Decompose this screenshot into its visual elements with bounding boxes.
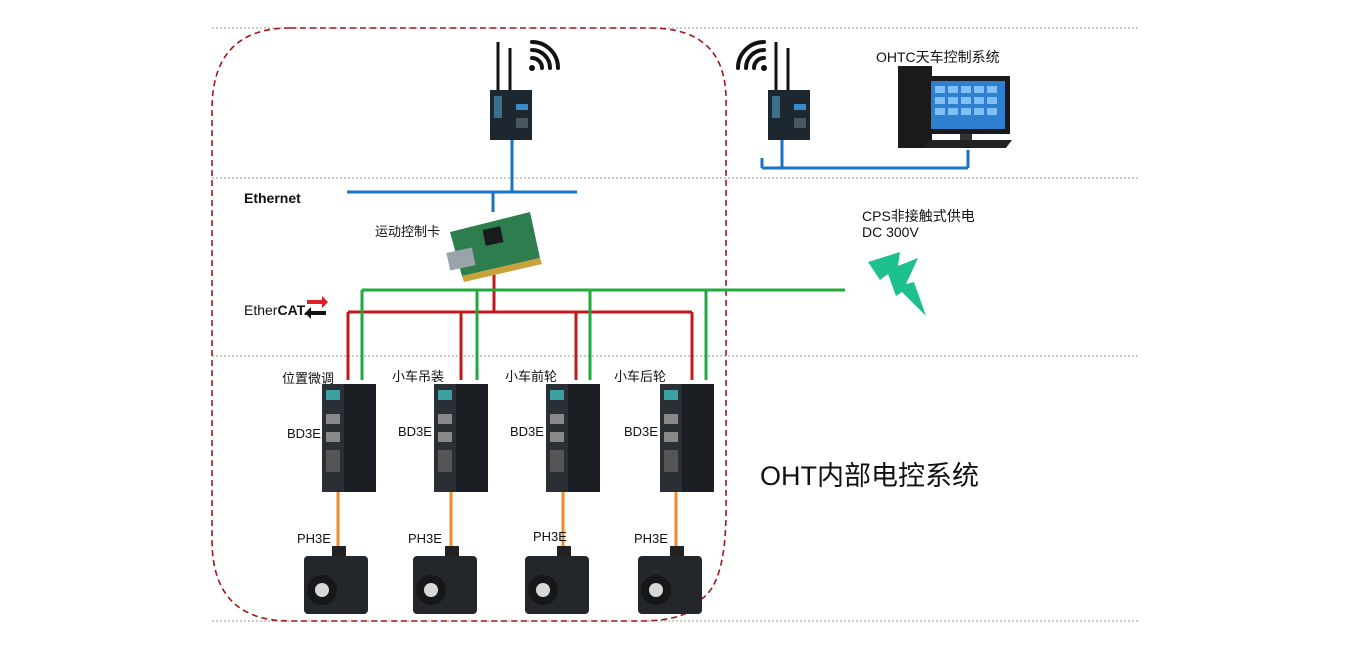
- oht-boundary: [290, 27, 727, 601]
- axis-role-label: 小车前轮: [505, 369, 558, 384]
- axis-role-label: 小车后轮: [614, 369, 667, 384]
- servo-motor-icon: [638, 546, 702, 614]
- drive-label: BD3E: [510, 424, 544, 439]
- wifi-icon: [529, 40, 560, 71]
- servo-drive-icon: [434, 384, 488, 492]
- computer-monitor-icon: [898, 66, 1012, 148]
- ethernet-label: Ethernet: [244, 190, 301, 206]
- ethercat-label-prefix: Ether: [244, 302, 278, 318]
- motor-label: PH3E: [408, 531, 442, 546]
- motor-label: PH3E: [533, 529, 567, 544]
- ohtc-label: OHTC天车控制系统: [876, 49, 1000, 65]
- servo-motor-icon: [413, 546, 477, 614]
- pcie-card-icon: [446, 212, 542, 282]
- ethercat-label: EtherCAT.: [244, 302, 308, 318]
- motor-label: PH3E: [634, 531, 668, 546]
- servo-motor-icon: [304, 546, 368, 614]
- servo-drive-icon: [322, 384, 376, 492]
- ethercat-red-bus: [346, 272, 694, 380]
- servo-motor-icon: [525, 546, 589, 614]
- wifi-icon: [736, 40, 767, 71]
- drive-label: BD3E: [287, 426, 321, 441]
- router-icon: [768, 42, 810, 140]
- drive-label: BD3E: [398, 424, 432, 439]
- axis-role-label: 小车吊装: [392, 369, 445, 384]
- ethercat-green-bus: [360, 288, 845, 380]
- drive-label: BD3E: [624, 424, 658, 439]
- axis-role-label: 位置微调: [282, 371, 335, 386]
- motion-card-label: 运动控制卡: [375, 224, 441, 239]
- cps-label: CPS非接触式供电: [862, 208, 975, 224]
- ethercat-logo-arrows: [305, 296, 328, 319]
- servo-drive-icon: [546, 384, 600, 492]
- lightning-icon: [868, 252, 926, 316]
- servo-drive-icon: [660, 384, 714, 492]
- motor-label: PH3E: [297, 531, 331, 546]
- cps-voltage-label: DC 300V: [862, 224, 919, 240]
- system-title: OHT内部电控系统: [760, 461, 979, 491]
- oht-boundary-left: [211, 27, 701, 622]
- ethernet-network: [347, 140, 970, 212]
- router-icon: [490, 42, 532, 140]
- ethercat-label-suffix: CAT.: [277, 302, 308, 318]
- power-links: [336, 490, 678, 548]
